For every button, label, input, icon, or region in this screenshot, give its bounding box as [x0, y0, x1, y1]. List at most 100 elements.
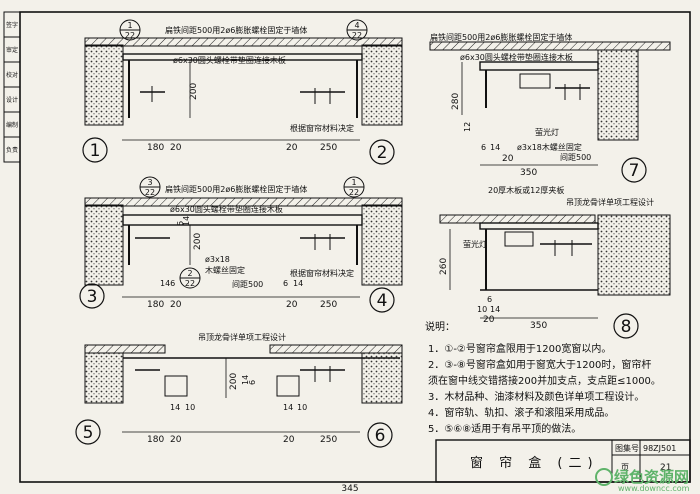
dim-label: 20: [170, 435, 182, 445]
watermark: 绿色资源网 www.downcc.com: [595, 468, 690, 493]
dim-label: 6: [487, 295, 492, 304]
wall-left: [84, 44, 124, 126]
side-signature-column: 签字 审定 校对 设计 编制 负责: [3, 11, 21, 163]
ref-bottom: 22: [349, 188, 359, 197]
dim-label: 180: [147, 435, 164, 445]
atlas-value: 98ZJ501: [643, 444, 676, 453]
annotation-text: 扁铁间距500用2ø6膨胀螺栓固定于墙体: [165, 184, 307, 194]
annotation-text: ø6x30圆头螺栓带垫圈连接木板: [460, 52, 573, 62]
side-label: 负责: [6, 146, 18, 154]
dim-label: 200: [193, 233, 203, 250]
dim-label: 20: [170, 143, 182, 153]
annotation-text: ø3x18木螺丝固定: [517, 142, 582, 152]
watermark-text: 绿色资源网: [614, 468, 689, 486]
annotation-text: 根据窗帘材料决定: [290, 268, 354, 278]
diagram-number: 8: [621, 317, 632, 337]
dim-label: 350: [530, 321, 547, 331]
atlas-label: 图集号: [615, 443, 639, 453]
note-line: 2．③-⑧号窗帘盒如用于窗宽大于1200时，窗帘杆: [428, 358, 651, 371]
dim-label: 180: [147, 143, 164, 153]
dim-label: 14: [170, 403, 180, 412]
ref-top: 4: [354, 21, 359, 30]
dim-label: 180: [147, 300, 164, 310]
ref-bottom: 22: [185, 279, 195, 288]
dim-label: 200: [229, 373, 239, 390]
dim-label: 20: [286, 300, 298, 310]
diagram-number-circle: [369, 139, 395, 165]
wall-right: [361, 44, 403, 126]
dim-label: 250: [320, 300, 337, 310]
dim-label: 12: [463, 122, 472, 132]
note-line: 3．木材品种、油漆材料及颜色详单项工程设计。: [428, 390, 644, 403]
ref-top: 1: [351, 178, 356, 187]
note-line: 须在窗中线交错搭接200并加支点，支点距≤1000。: [428, 374, 661, 387]
ref-top: 2: [187, 269, 192, 278]
dim-label: 350: [520, 168, 537, 178]
dim-label: 14: [241, 375, 250, 385]
dim-label: 200: [189, 83, 199, 100]
page-value: 21: [660, 463, 671, 473]
notes-block: 说明： 1．①-②号窗帘盒限用于1200宽窗以内。 2．③-⑧号窗帘盒如用于窗宽…: [425, 320, 661, 435]
dim-label: 14: [182, 216, 191, 226]
dim-label: 6: [283, 279, 288, 288]
ref-top: 3: [147, 178, 152, 187]
diagram-number: 3: [87, 287, 98, 307]
side-label: 审定: [6, 46, 18, 54]
dim-label: 20: [170, 300, 182, 310]
annotation-text: 扁铁间距500用2ø6膨胀螺栓固定于墙体: [165, 25, 307, 35]
diagram-number-circle: [82, 137, 108, 163]
ref-bottom: 22: [125, 31, 135, 40]
detail-1-2: 200 180 20 20 250 扁铁间距500用2ø6膨胀螺栓固定于墙体 ø…: [82, 19, 403, 165]
annotation-text: 根据窗帘材料决定: [290, 123, 354, 133]
page-number: 345: [341, 484, 358, 494]
annotation-text: 间距500: [560, 153, 591, 162]
annotation-text: 吊顶龙骨详单项工程设计: [198, 332, 286, 342]
dim-label: 10: [297, 403, 307, 412]
annotation-text: 萤光灯: [463, 239, 487, 249]
dim-label: 20: [483, 315, 495, 325]
annotation-text: 20厚木板或12厚夹板: [488, 185, 564, 195]
note-line: 1．①-②号窗帘盒限用于1200宽窗以内。: [428, 342, 611, 355]
dim-label: 20: [283, 435, 295, 445]
annotation-text: 扁铁间距500用2ø6膨胀螺栓固定于墙体: [430, 32, 572, 42]
annotation-text: ø6x30圆头螺栓带垫圈连接木板: [170, 204, 283, 214]
note-line: 5．⑤⑥⑧适用于有吊平顶的做法。: [428, 422, 581, 435]
ref-bottom: 22: [145, 188, 155, 197]
dim-label: 280: [451, 93, 461, 110]
detail-7: 280 12 6 14 20 350 扁铁间距500用2ø6膨胀螺栓固定于墙体 …: [429, 32, 671, 183]
dim-label: 10: [477, 305, 487, 314]
dim-label: 6: [481, 143, 486, 152]
side-label: 签字: [6, 21, 18, 29]
dim-label: 10: [185, 403, 195, 412]
dim-label: 20: [286, 143, 298, 153]
annotation-text: ø6x30圆头螺栓带垫圈连接木板: [173, 55, 286, 65]
annotation-text: 萤光灯: [535, 127, 559, 137]
title-text: 窗 帘 盒 (二): [470, 455, 599, 471]
notes-heading: 说明：: [425, 320, 455, 333]
diagram-number: 5: [83, 423, 94, 443]
diagram-number: 7: [629, 161, 640, 181]
annotation-text: 木螺丝固定: [205, 265, 245, 275]
diagram-number: 2: [377, 143, 388, 163]
top-slab: [84, 37, 403, 47]
ref-top: 1: [127, 21, 132, 30]
watermark-url: www.downcc.com: [618, 484, 690, 493]
ref-bottom: 22: [352, 31, 362, 40]
dim-label: 260: [439, 258, 449, 275]
dim-label: 250: [320, 435, 337, 445]
dim-label: 20: [502, 154, 514, 164]
dim-label: 14: [490, 143, 500, 152]
dim-label: 14: [490, 305, 500, 314]
note-line: 4．窗帘轨、轨扣、滚子和滚阻采用成品。: [428, 406, 614, 419]
dim-label: 6: [248, 380, 257, 385]
side-label: 编制: [6, 121, 18, 129]
dim-label: 14: [293, 279, 303, 288]
diagram-number: 4: [377, 291, 388, 311]
side-label: 设计: [6, 96, 18, 104]
annotation-text: ø3x18: [205, 255, 230, 264]
sheet-border: [19, 11, 691, 483]
page-label: 页: [621, 463, 629, 472]
detail-8: 20厚木板或12厚夹板 吊顶龙骨详单项工程设计 260 6 10 14 20 3…: [439, 185, 671, 339]
diagram-number: 1: [90, 141, 101, 161]
box-top-board: [122, 53, 363, 61]
